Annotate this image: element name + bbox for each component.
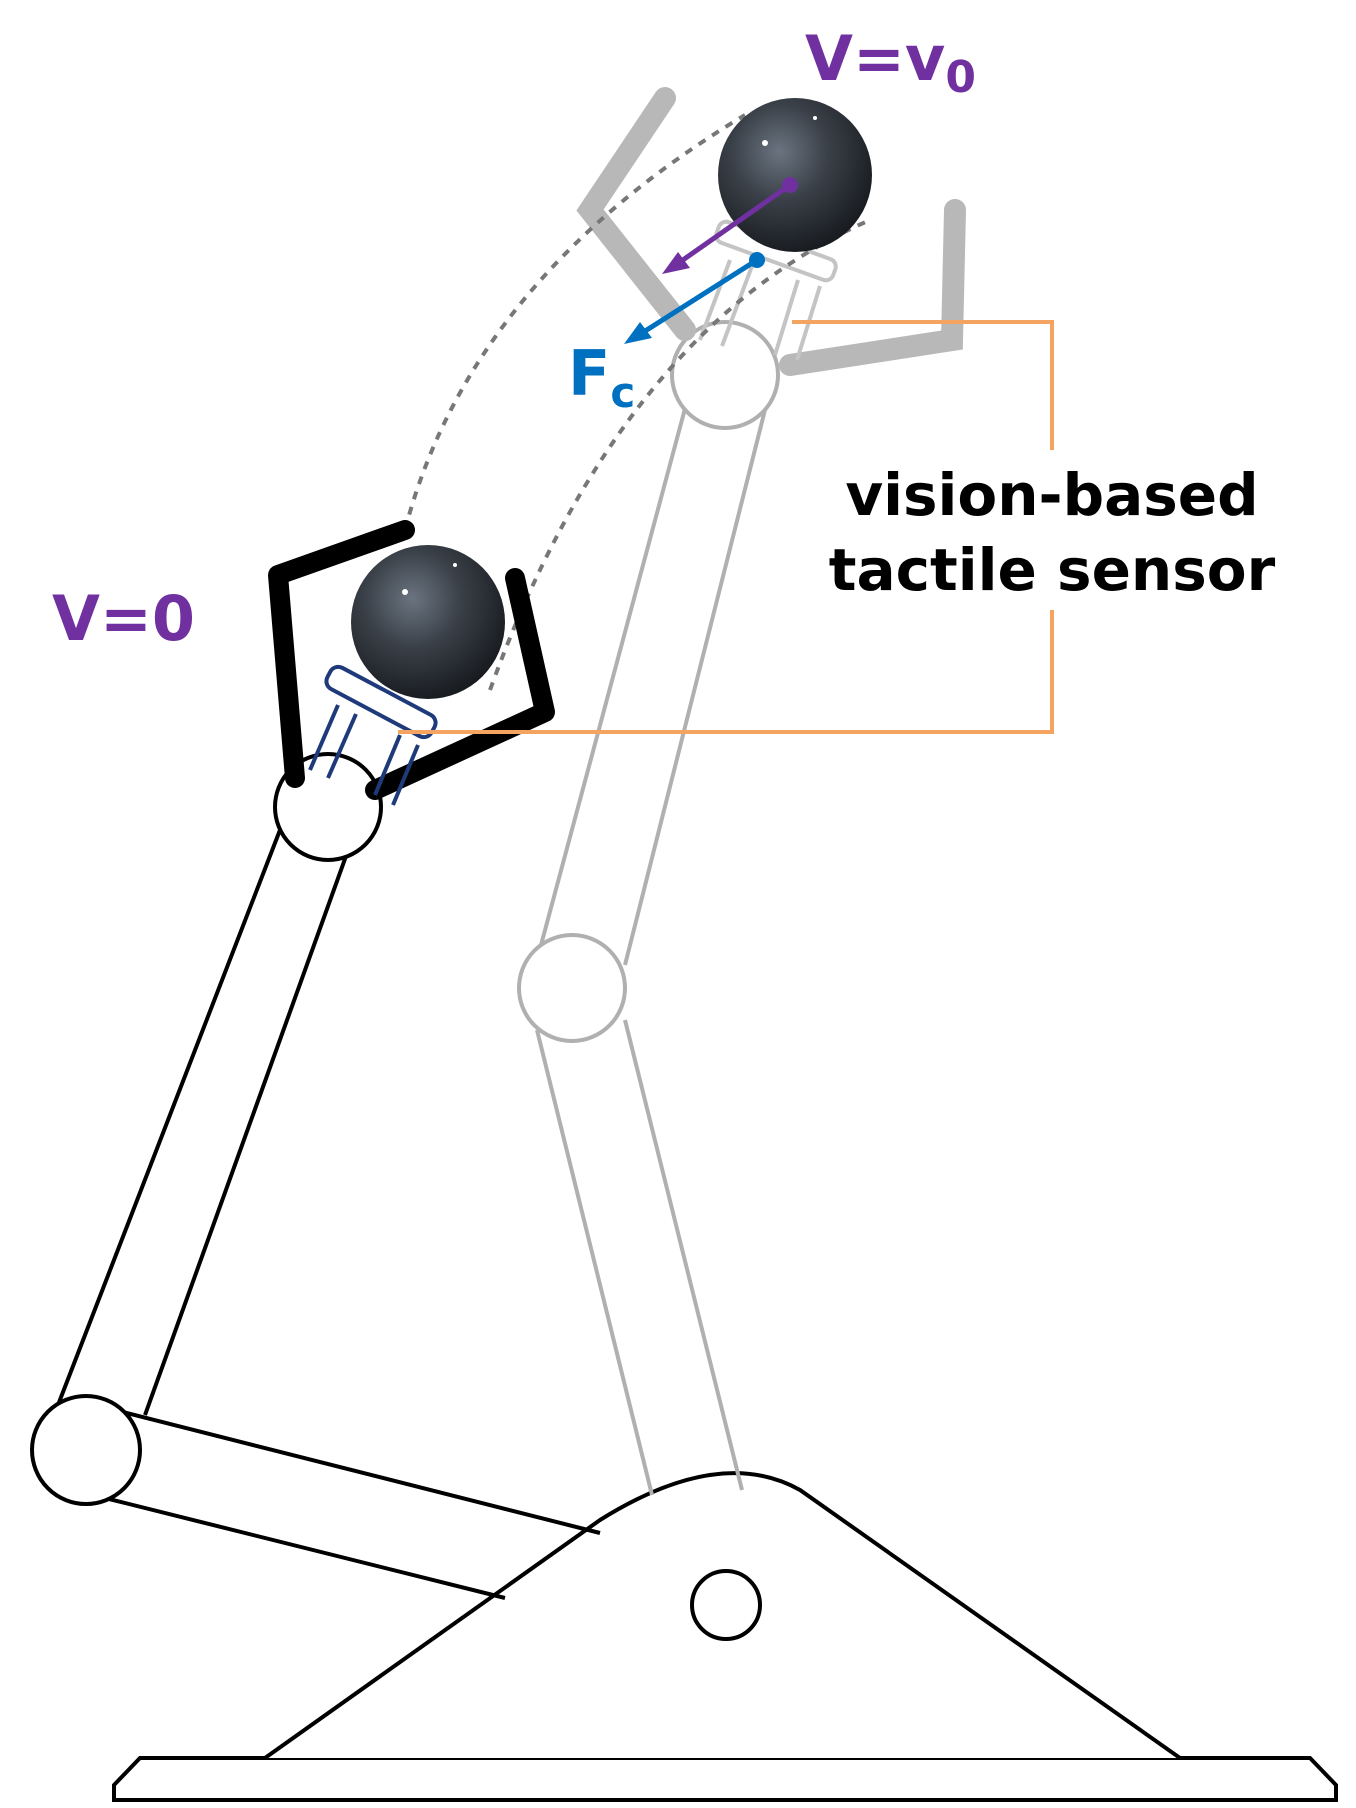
velocity-initial-label: V=0 — [52, 582, 195, 655]
velocity-final-label: V=v0 — [805, 22, 976, 103]
sensor-label-line1: vision-based — [845, 461, 1258, 529]
ghost-gripper — [576, 87, 966, 376]
front-elbow-joint — [30, 1394, 142, 1506]
ghost-wrist-joint — [670, 320, 780, 430]
velocity-arrow — [662, 177, 798, 274]
front-tactile-sensor — [308, 664, 438, 806]
ghost-lower-link — [535, 1019, 744, 1496]
ball-initial — [351, 545, 505, 699]
front-upper-link — [56, 829, 352, 1416]
ghost-elbow-joint — [517, 933, 627, 1043]
front-gripper — [268, 520, 555, 800]
contact-force-label: Fc — [568, 337, 635, 417]
sensor-label-line2: tactile sensor — [829, 536, 1276, 604]
front-arm — [30, 752, 601, 1600]
sensor-callout-bracket — [398, 320, 1054, 734]
contact-force-arrow — [624, 252, 765, 344]
robot-base — [112, 1471, 1338, 1802]
base-pivot — [690, 1569, 762, 1641]
base-plate — [112, 1756, 1338, 1802]
trajectory-paths — [403, 113, 871, 691]
ball-final — [718, 98, 872, 252]
ghost-arm — [517, 320, 780, 1496]
ghost-upper-link — [535, 389, 772, 966]
front-lower-link — [104, 1408, 601, 1600]
